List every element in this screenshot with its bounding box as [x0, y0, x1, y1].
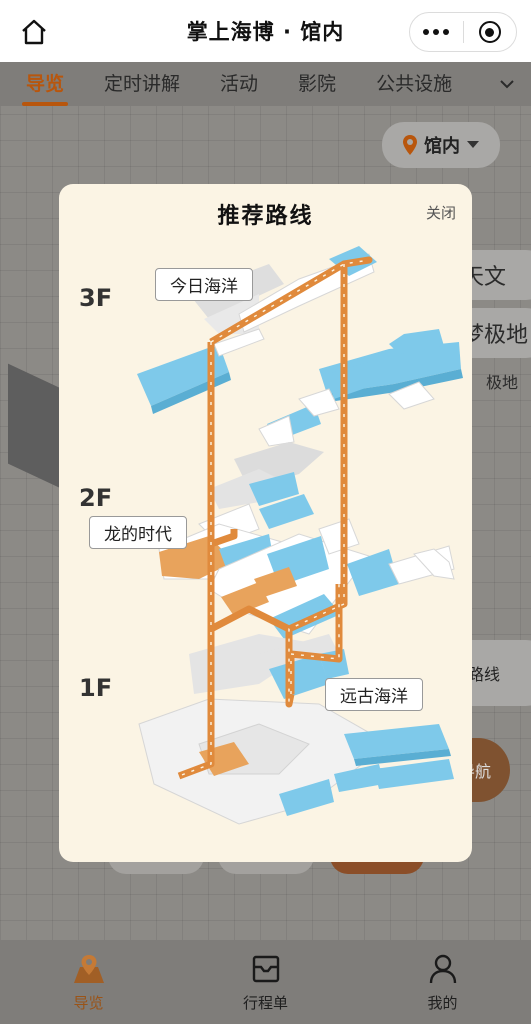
tab-facilities[interactable]: 公共设施 — [376, 73, 453, 95]
route-arrows — [178, 259, 370, 777]
top-bar: 掌上海博 · 馆内 — [0, 0, 531, 62]
close-miniapp-button[interactable] — [463, 13, 516, 51]
tab-bar: 导览 定时讲解 活动 影院 公共设施 — [0, 62, 531, 106]
map-hall-label[interactable]: 极地 — [486, 373, 519, 392]
hall-label-dragon-era[interactable]: 龙的时代 — [89, 516, 187, 549]
home-button[interactable] — [16, 14, 52, 50]
map-pin-icon — [403, 135, 417, 155]
capsule-divider — [462, 21, 464, 43]
floor-1f-plan — [138, 634, 454, 825]
floor-3f-plan — [137, 246, 463, 447]
floor-2f-plan — [158, 442, 455, 639]
floor-plan-diagram — [137, 246, 463, 825]
miniapp-capsule — [409, 12, 517, 52]
target-icon — [478, 21, 501, 43]
tab-guide[interactable]: 导览 — [21, 62, 69, 106]
bottom-tab-bar: 导览 行程单 我的 — [0, 940, 531, 1024]
hall-label-ancient-ocean[interactable]: 远古海洋 — [325, 678, 423, 711]
bottom-tab-guide[interactable]: 导览 — [0, 940, 177, 1024]
bottom-tab-label: 导览 — [73, 994, 104, 1012]
page-title: 掌上海博 · 馆内 — [186, 20, 345, 44]
itinerary-icon — [252, 955, 279, 983]
home-icon — [22, 19, 46, 45]
more-icon — [423, 29, 450, 35]
user-icon — [429, 954, 456, 984]
tab-timed-tours[interactable]: 定时讲解 — [104, 73, 181, 95]
map-guide-icon — [73, 955, 104, 983]
floor-label-2f: 2F — [79, 484, 113, 512]
bottom-tab-mine[interactable]: 我的 — [354, 940, 531, 1024]
bottom-tab-label: 我的 — [427, 994, 458, 1012]
hall-label-today-ocean[interactable]: 今日海洋 — [155, 268, 253, 301]
floor-label-1f: 1F — [79, 674, 113, 702]
location-selector[interactable]: 馆内 — [382, 122, 500, 168]
modal-title: 推荐路线 — [217, 204, 314, 229]
bottom-tab-itinerary[interactable]: 行程单 — [177, 940, 354, 1024]
close-button[interactable]: 关闭 — [425, 204, 456, 222]
tab-activities[interactable]: 活动 — [220, 73, 259, 95]
caret-down-icon — [467, 141, 479, 148]
chevron-down-icon[interactable] — [497, 74, 517, 94]
floor-label-3f: 3F — [79, 284, 113, 312]
location-label: 馆内 — [424, 136, 460, 157]
recommended-route-modal: 推荐路线 关闭 — [59, 184, 472, 862]
more-button[interactable] — [410, 13, 463, 51]
route-label: 路线 — [468, 665, 501, 684]
bottom-tab-label: 行程单 — [242, 994, 288, 1012]
tab-fade — [461, 62, 531, 106]
tab-cinema[interactable]: 影院 — [298, 73, 337, 95]
